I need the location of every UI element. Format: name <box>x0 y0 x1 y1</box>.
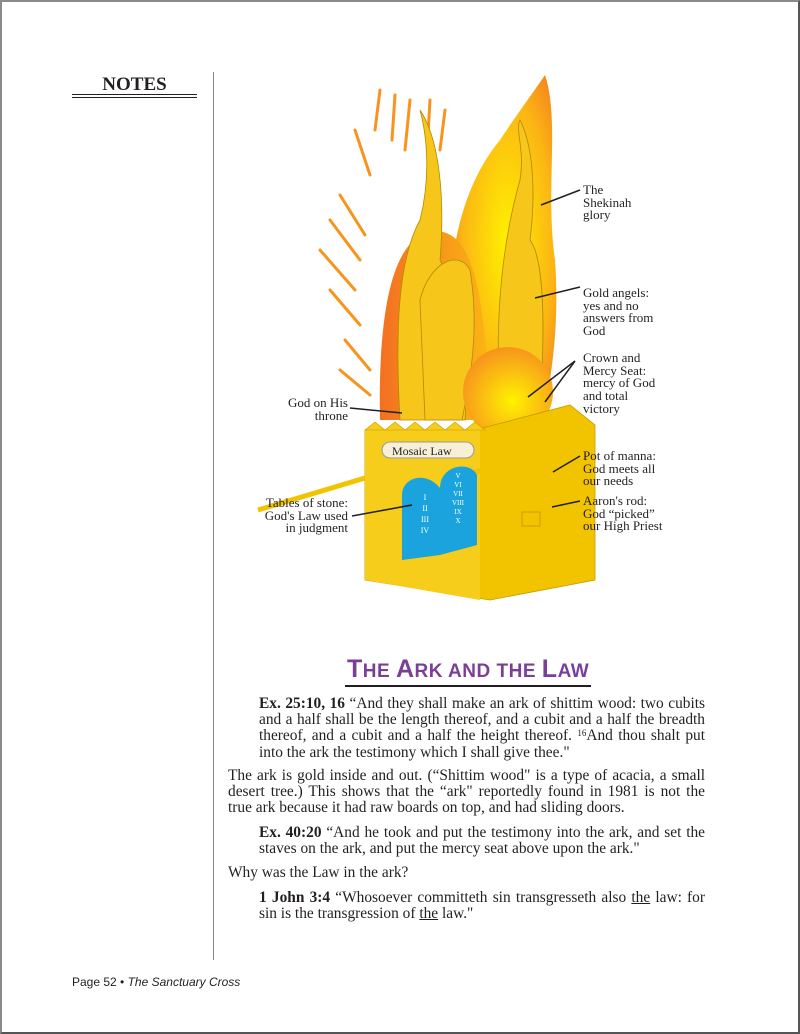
page-footer: Page 52 • The Sanctuary Cross <box>72 975 240 989</box>
notes-rule <box>72 97 197 98</box>
scripture-text: “And he took and put the testimony into … <box>259 824 706 858</box>
numeral: IX <box>454 508 462 516</box>
book-title: The Sanctuary Cross <box>127 975 241 989</box>
pot-of-manna <box>521 511 541 527</box>
notes-heading: NOTES <box>102 74 167 95</box>
numeral: I <box>423 493 427 502</box>
mosaic-law-label: Mosaic Law <box>392 444 452 458</box>
scripture-ref: Ex. 40:20 <box>259 824 322 841</box>
footer-separator: • <box>116 975 128 989</box>
underlined-word: the <box>419 905 439 923</box>
numeral: III <box>421 515 429 524</box>
label-aarons-rod: Aaron's rod: God “picked” our High Pries… <box>583 493 663 534</box>
mosaic-law-scroll <box>381 441 475 459</box>
numeral: VII <box>453 490 463 498</box>
angel-right <box>497 119 544 411</box>
question-paragraph: Why was the Law in the ark? <box>228 864 409 881</box>
label-manna: Pot of manna: God meets all our needs <box>583 448 656 489</box>
numeral: IV <box>420 526 430 535</box>
title-part: RK AND THE <box>414 661 542 682</box>
pointer-lines <box>349 189 581 517</box>
title-cap: L <box>541 655 558 683</box>
underlined-word: the <box>631 889 651 906</box>
scripture-ref: 1 John 3:4 <box>259 889 331 906</box>
label-god-throne: God on His throne <box>288 395 348 423</box>
verse-number: 16 <box>577 728 587 739</box>
label-tables: Tables of stone: God's Law used in judgm… <box>264 495 348 536</box>
crown-orb <box>463 347 553 437</box>
label-shekinah: The Shekinah glory <box>583 182 632 223</box>
label-crown: Crown and Mercy Seat: mercy of God and t… <box>583 350 656 416</box>
scripture-1-john: 1 John 3:4 “Whosoever committeth sin tra… <box>259 889 705 923</box>
numeral: X <box>455 517 461 525</box>
numeral: II <box>422 504 428 513</box>
label-angels: Gold angels: yes and no answers from God <box>583 285 654 339</box>
title-part: HE <box>362 661 396 682</box>
numeral: V <box>455 472 461 480</box>
scripture-text: “And they shall make an ark of shittim w… <box>259 695 706 745</box>
notes-rule <box>72 94 197 95</box>
tables-of-stone <box>402 466 477 560</box>
section-title: THE ARK AND THE LAW <box>345 655 592 687</box>
scripture-text: law." <box>438 905 474 923</box>
ark-illustration <box>257 75 596 601</box>
flame-rays <box>318 88 447 397</box>
page-number: Page 52 <box>72 975 117 989</box>
title-cap: T <box>347 655 363 683</box>
numeral: VI <box>454 481 462 489</box>
scripture-ex-25: Ex. 25:10, 16 “And they shall make an ar… <box>259 695 706 761</box>
scripture-ref: Ex. 25:10, 16 <box>259 695 345 712</box>
title-part: AW <box>557 661 590 682</box>
scripture-text: And thou shalt put into the ark the test… <box>259 727 705 761</box>
column-divider <box>213 72 214 960</box>
scripture-text: “Whosoever committeth sin transgresseth … <box>330 889 632 906</box>
title-cap: A <box>395 655 415 683</box>
scripture-text: law: for sin is the transgression of <box>259 889 705 923</box>
angel-left <box>397 109 475 421</box>
scripture-ex-40: Ex. 40:20 “And he took and put the testi… <box>259 824 706 858</box>
numeral: VIII <box>451 499 465 507</box>
paragraph-ark-gold: The ark is gold inside and out. (“Shitti… <box>228 767 705 817</box>
